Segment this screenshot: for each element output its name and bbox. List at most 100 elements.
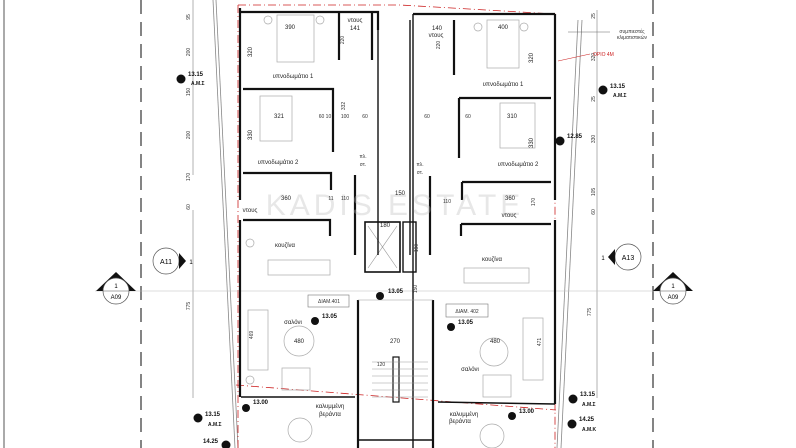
- ensuite-depth: 220: [340, 36, 346, 45]
- shower-dim: 110: [443, 199, 451, 205]
- marker-sheet: A09: [668, 295, 679, 301]
- property-boundary-left: [212, 0, 239, 448]
- shower-label: ντους: [502, 213, 517, 219]
- wardrobe-label: πλ.: [416, 162, 423, 168]
- level-value: 12.85: [567, 134, 583, 140]
- bedroom1-label: υπνοδωμάτιο 1: [483, 81, 524, 88]
- shower-width: 360: [281, 196, 292, 202]
- bedroom2-dim: 60: [362, 114, 368, 120]
- bedroom2-dim: 60: [424, 114, 430, 120]
- dim-label: 200: [186, 48, 192, 57]
- bedroom2-label: υπνοδωμάτιο 2: [258, 159, 299, 166]
- level-value: 13.15: [188, 72, 204, 78]
- level-value: 13.15: [610, 84, 626, 90]
- level-marker-icon: [221, 440, 231, 448]
- dim-label: 330: [591, 135, 597, 144]
- furniture: [245, 14, 544, 448]
- elevation-marker-a11: A11 1: [152, 247, 193, 275]
- level-marker-icon: [242, 404, 250, 412]
- marker-num: 1: [671, 284, 675, 290]
- ensuite-label: ντους: [348, 18, 363, 24]
- bedroom2-depth: 330: [248, 129, 254, 140]
- core-top-width: 150: [395, 191, 406, 197]
- dim-label: 150: [186, 88, 192, 97]
- notes: συμπιεστές κλιματιστικών ΟΡΙΟ 4Μ: [557, 28, 647, 62]
- limit-line: [237, 4, 556, 448]
- left-dimensions: 95 200 150 200 170 60 775: [186, 14, 192, 310]
- flight-dim: 120: [377, 362, 386, 368]
- dim-label: 170: [186, 173, 192, 182]
- table-dim: 480: [294, 339, 305, 345]
- bedroom2-dim: 60: [465, 114, 471, 120]
- apartment-tag-box: [307, 294, 350, 308]
- wardrobe-label: στ.: [360, 162, 366, 168]
- veranda-level: 13.00: [253, 400, 269, 406]
- level-value: 13.15: [205, 412, 221, 418]
- level-tag: Α.Μ.Κ: [582, 427, 597, 433]
- level-value: 14.25: [203, 439, 219, 445]
- level-marker-icon: [447, 323, 455, 331]
- section-marker-a09-right: 1 A09: [653, 272, 693, 305]
- dim-label: 25: [591, 13, 597, 19]
- lift-dim: 180: [380, 223, 391, 229]
- bedroom2-dim: 60 10: [319, 114, 332, 120]
- wardrobe-label: πλ.: [359, 154, 366, 160]
- level-tag: Α.Μ.Σ: [582, 402, 596, 408]
- ensuite-width: 140: [432, 26, 443, 32]
- bedroom2-width: 321: [274, 114, 285, 120]
- bedroom1-label: υπνοδωμάτιο 1: [273, 73, 314, 80]
- level-tag: Α.Μ.Σ: [191, 81, 205, 87]
- bedroom2-dim: 332: [341, 102, 347, 111]
- shower-width: 360: [505, 196, 516, 202]
- core: [358, 12, 433, 441]
- shower-label: ντους: [243, 208, 258, 214]
- shower-dim: 110: [341, 196, 349, 202]
- level-value: 13.05: [322, 314, 338, 320]
- veranda-level: 13.00: [519, 409, 535, 415]
- ensuite-label: ντους: [429, 33, 444, 39]
- dim-label: 200: [186, 131, 192, 140]
- bedroom1-depth: 320: [248, 46, 254, 57]
- level-value: 13.05: [458, 320, 474, 326]
- bedroom1-depth: 320: [529, 52, 535, 63]
- shaft-dim: 190: [414, 244, 420, 253]
- landing-depth: 150: [413, 285, 419, 294]
- veranda-label: καλυμμένη: [450, 411, 478, 418]
- watermark: KADIS ESTATE: [266, 189, 525, 222]
- elevation-marker-a13: A13 1: [601, 243, 642, 271]
- level-marker-icon: [193, 413, 203, 423]
- veranda-label: βεράντα: [449, 418, 471, 425]
- marker-sheet: A11: [160, 259, 172, 266]
- marker-sheet: A09: [111, 295, 122, 301]
- level-tag: Α.Μ.Σ: [208, 422, 222, 428]
- shower-dim: 11: [328, 196, 333, 202]
- section-marker-a09-left: 1 A09: [96, 272, 136, 305]
- bedroom2-label: υπνοδωμάτιο 2: [498, 161, 539, 168]
- veranda-label: βεράντα: [319, 411, 341, 418]
- ensuite-width: 141: [350, 26, 361, 32]
- dim-label: 775: [186, 302, 192, 311]
- right-unit: 140 ντους 220 400 320 υπνοδωμάτιο 1 60 6…: [416, 25, 543, 425]
- marker-sheet: A13: [622, 255, 635, 262]
- dim-label: 60: [591, 209, 597, 215]
- limit-note: ΟΡΙΟ 4Μ: [593, 52, 614, 58]
- core-labels: 150 180 190 13.05 150 270 120: [376, 191, 420, 368]
- living-label: σαλόνι: [461, 366, 479, 373]
- sofa-dim: 469: [249, 331, 255, 340]
- dim-label: 775: [587, 308, 593, 317]
- apartment-tag-box: [445, 303, 489, 318]
- living-label: σαλόνι: [284, 319, 302, 326]
- compressors-note: συμπιεστές: [619, 28, 645, 35]
- level-tag: Α.Μ.Σ: [613, 93, 627, 99]
- shower-depth: 170: [531, 198, 537, 207]
- bedroom1-width: 400: [498, 25, 509, 31]
- level-value: 13.15: [580, 392, 596, 398]
- table-dim: 480: [490, 339, 501, 345]
- landing-level: 13.05: [388, 289, 404, 295]
- level-marker-icon: [376, 292, 384, 300]
- level-marker-icon: [568, 394, 578, 404]
- walls-right-unit: [412, 12, 557, 448]
- level-marker-icon: [567, 419, 577, 429]
- property-boundary-right: [556, 19, 583, 448]
